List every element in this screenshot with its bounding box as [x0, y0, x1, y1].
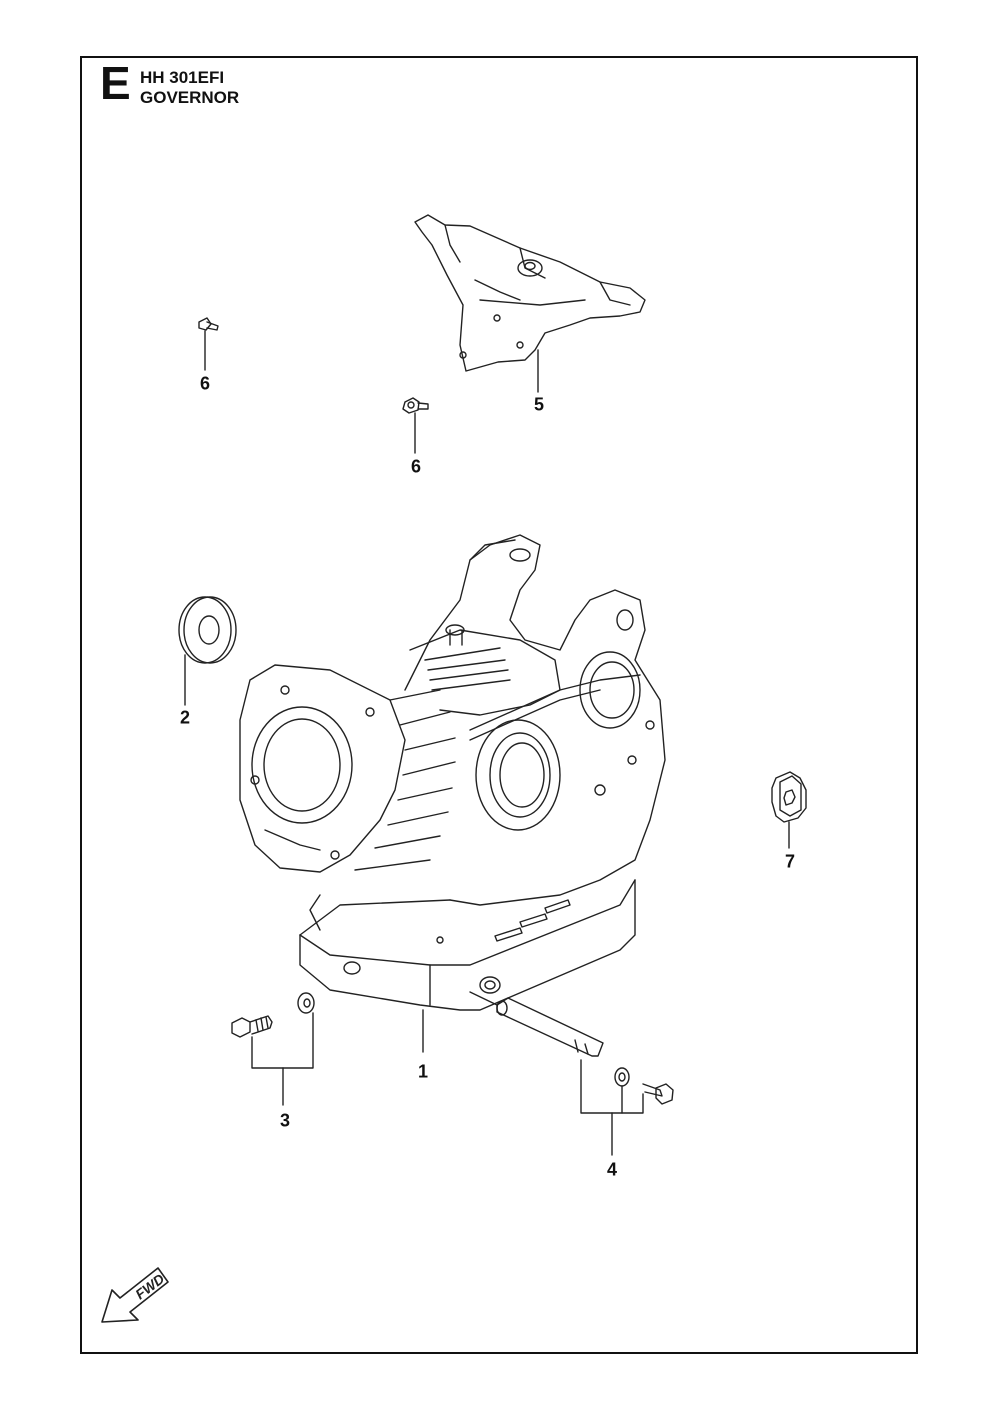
callout-3: 3 [279, 1110, 291, 1131]
section-letter: E [100, 57, 131, 109]
part-4-washer [614, 1067, 630, 1087]
part-1-crankcase [239, 534, 666, 1011]
part-7-grommet [771, 771, 807, 823]
page-frame [80, 56, 918, 1354]
callout-7: 7 [784, 851, 796, 872]
fwd-arrow-icon [101, 1267, 169, 1323]
part-4-governor-shaft [469, 991, 604, 1057]
section-title: GOVERNOR [140, 88, 240, 107]
part-3-drain-bolt [231, 1015, 273, 1038]
callout-4: 4 [606, 1159, 618, 1180]
callout-5: 5 [533, 394, 545, 415]
part-5-bracket [414, 214, 646, 372]
callout-1: 1 [417, 1061, 429, 1082]
model-title: HH 301EFI [140, 68, 225, 87]
fwd-label: FWD [132, 1270, 167, 1302]
leader-4-bracket [580, 1059, 644, 1114]
part-6-screw-left [198, 317, 219, 331]
part-2-oil-seal [178, 596, 237, 664]
callout-2: 2 [179, 707, 191, 728]
part-6-screw-center [402, 397, 429, 414]
part-3-washer [297, 992, 315, 1014]
part-4-bolt [642, 1083, 674, 1105]
callout-6-center: 6 [410, 456, 422, 477]
callout-6-left: 6 [199, 373, 211, 394]
